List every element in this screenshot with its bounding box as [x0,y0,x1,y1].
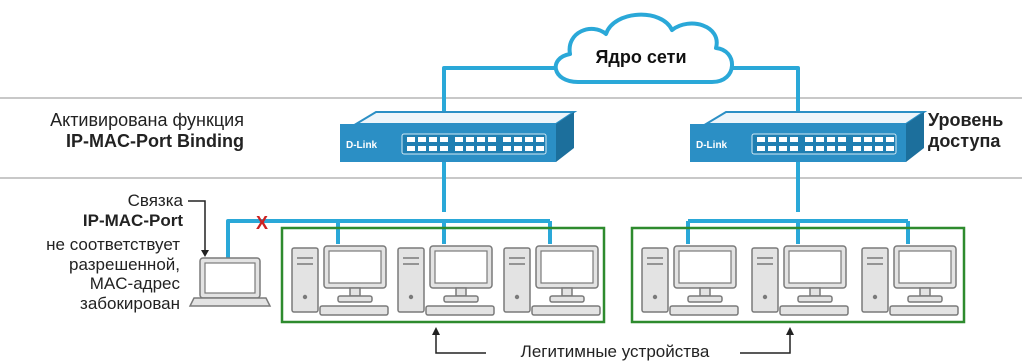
bus-left [226,219,550,258]
mismatch-label: Связка IP-MAC-Port [0,191,183,230]
pc-icon [861,245,959,316]
switch-brand-left: D-Link [346,140,378,151]
uplink-left [442,66,562,126]
legit-bracket-right-arrow [786,327,794,335]
legit-devices-label: Легитимные устройства [520,342,710,361]
mismatch-line3: не соответствует [46,235,180,254]
pc-icon [291,245,389,316]
access-level-line1: Уровень [928,110,1004,130]
mismatch-line4: разрешенной, [69,254,180,274]
pc-icon [751,245,849,316]
mismatch-line2: IP-MAC-Port [82,210,183,230]
device-group-right [630,226,966,324]
legit-bracket-left [435,332,486,354]
cloud-icon [553,12,734,84]
switch-icon-left: D-Link [340,111,578,162]
access-level-label: Уровень доступа [928,110,1020,151]
access-level-line2: доступа [928,130,1001,151]
activated-label: Активирована функция IP-MAC-Port Binding [0,110,244,151]
mismatch-pointer-arrow [201,250,209,257]
laptop-icon [188,257,272,307]
pc-icon [641,245,739,316]
pc-icon [397,245,495,316]
pc-icon [503,245,601,316]
switch-icon-right: D-Link [690,111,928,162]
mismatch-line1: Связка [127,191,183,210]
mismatch-line6: забокирован [80,293,180,313]
activated-label-line2: IP-MAC-Port Binding [66,130,244,151]
uplink-right [722,66,800,126]
switch-brand-right: D-Link [696,140,728,151]
legit-bracket-left-arrow [432,327,440,335]
legit-bracket-right [740,332,791,354]
device-group-left [280,226,606,324]
activated-label-line1: Активирована функция [50,110,244,130]
mismatch-line5: MAC-адрес [89,274,180,294]
mismatch-label-rest: не соответствует разрешенной, MAC-адрес … [0,235,180,313]
mismatch-pointer [188,200,206,252]
core-label: Ядро сети [595,47,687,67]
blocked-mark: X [256,213,268,233]
